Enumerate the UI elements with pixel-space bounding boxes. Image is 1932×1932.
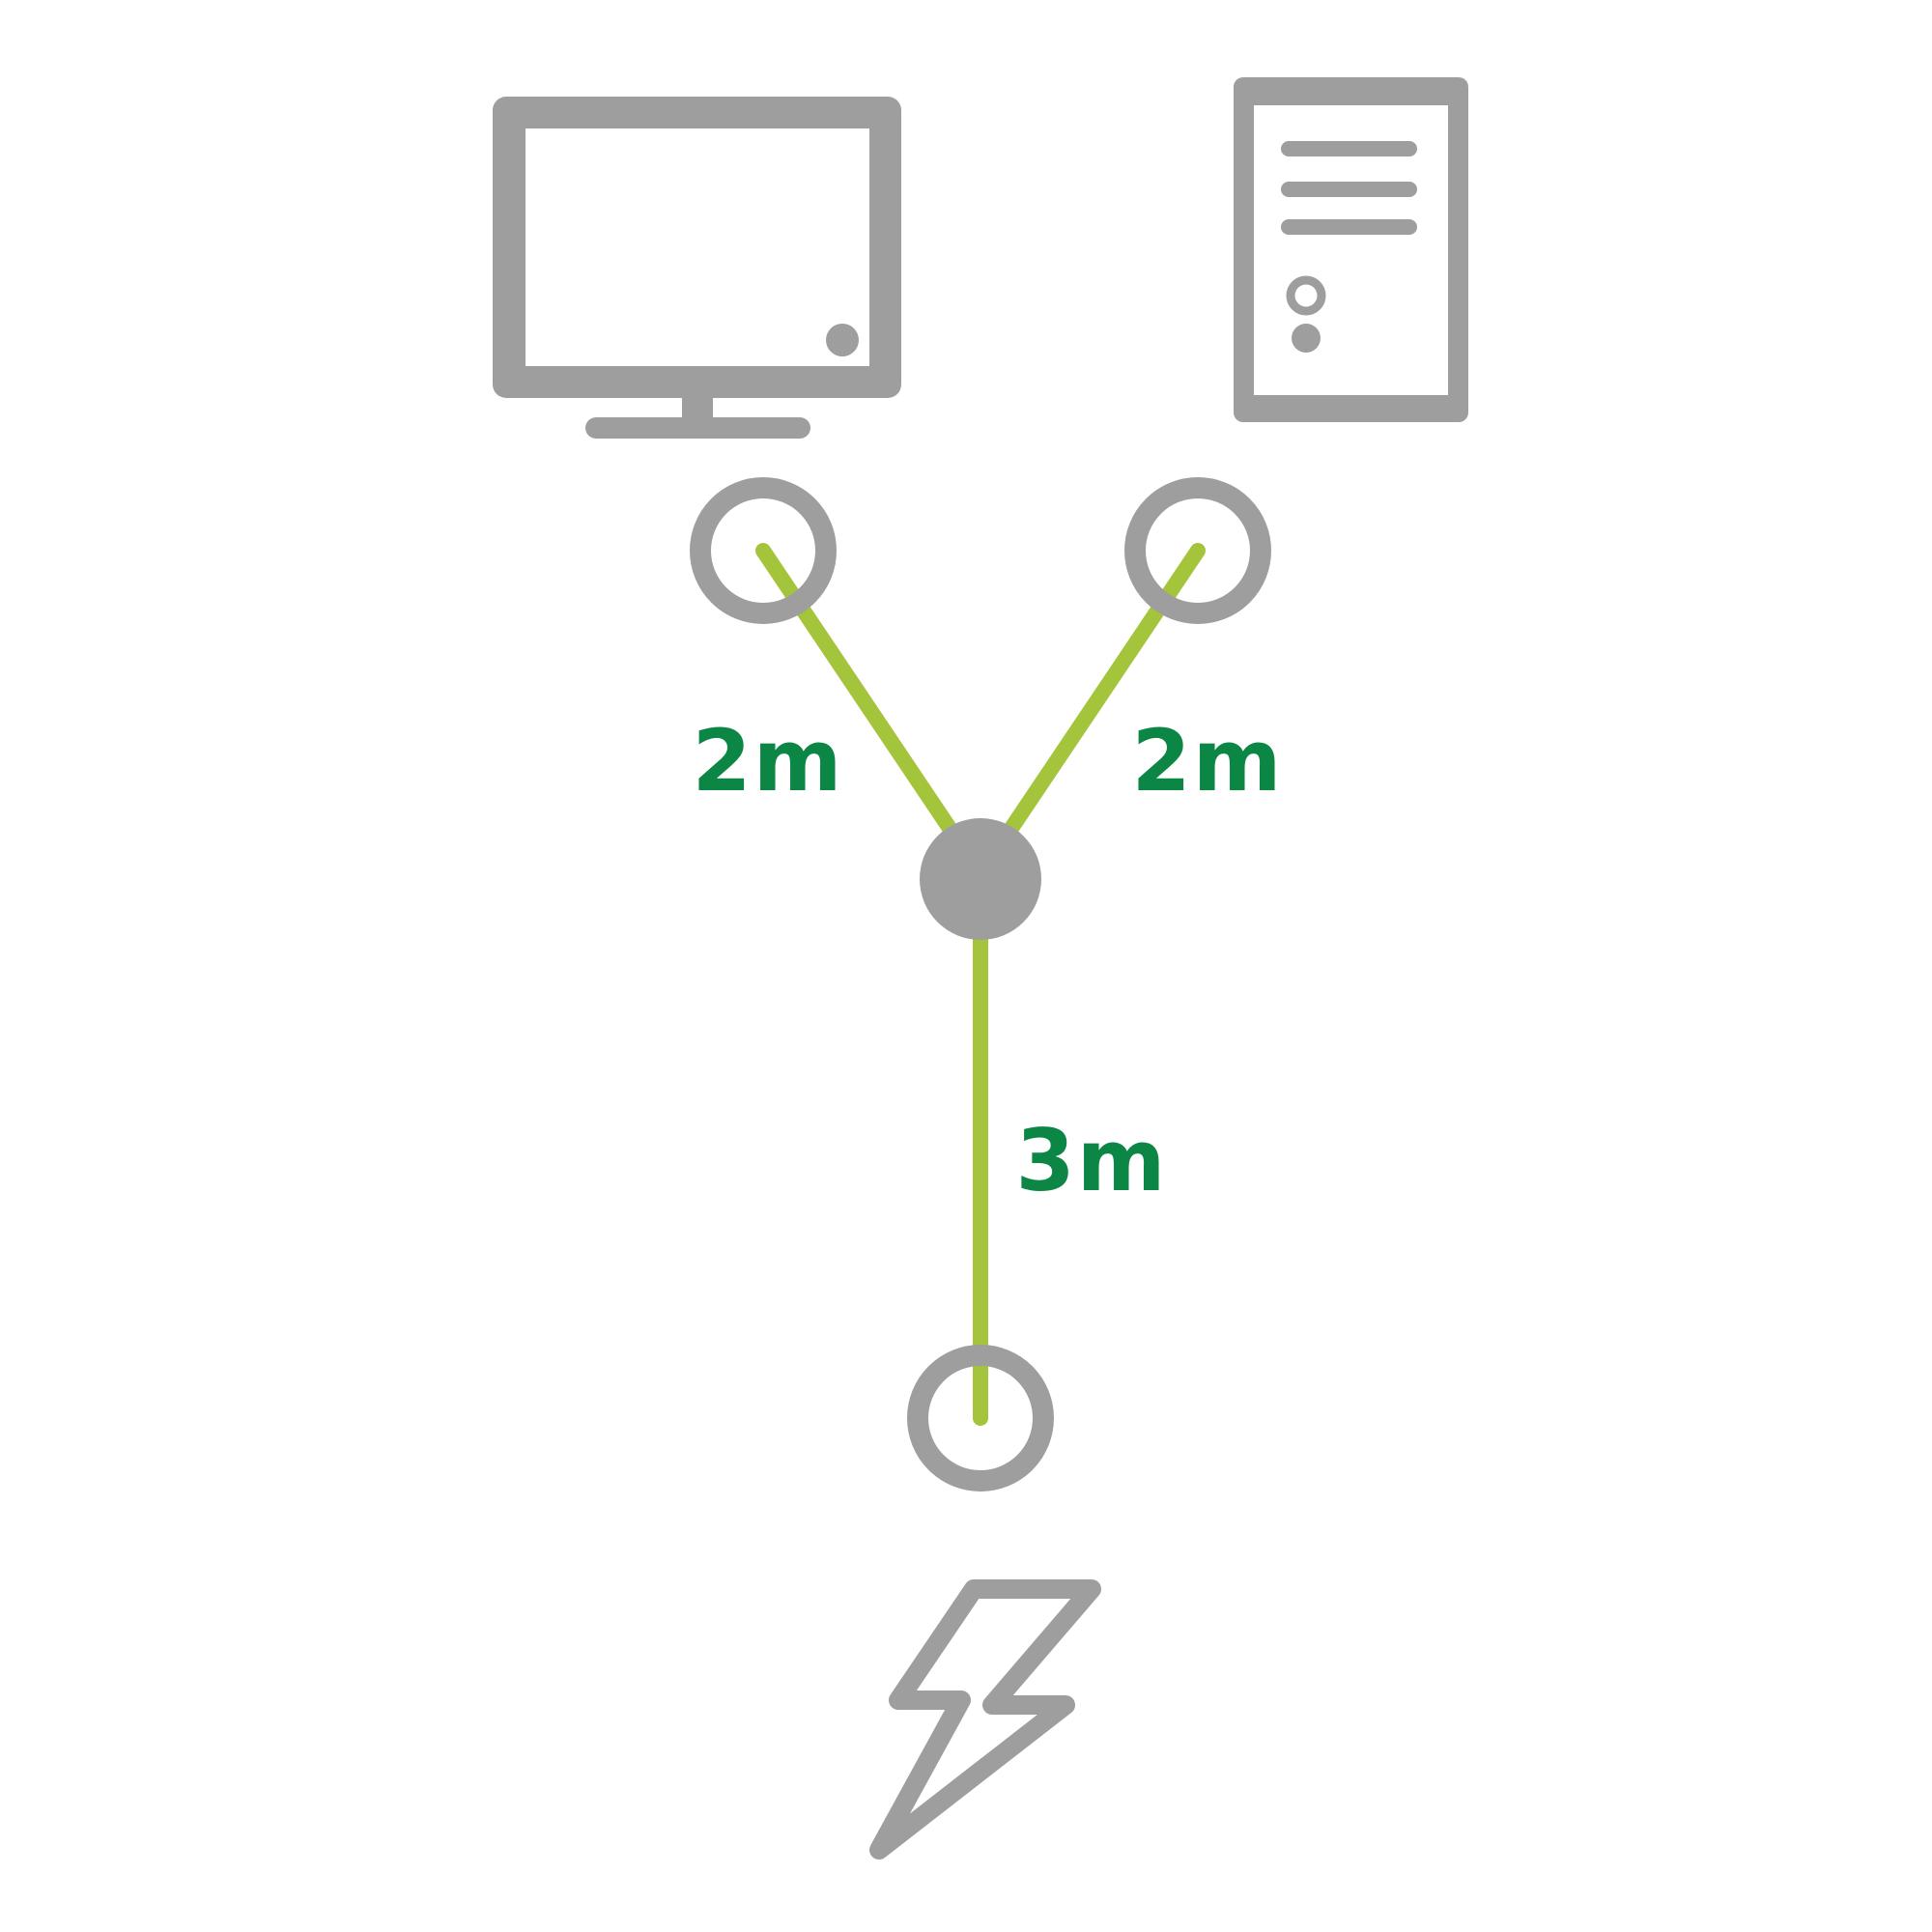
length-label-right: 2m: [1132, 711, 1284, 810]
cables: [755, 543, 1206, 1426]
monitor-icon: [493, 97, 901, 439]
length-label-left: 2m: [693, 711, 844, 810]
connector-left: [690, 477, 837, 624]
splitter-junction: [920, 818, 1041, 940]
length-label-bottom: 3m: [1016, 1111, 1168, 1210]
connector-bottom: [907, 1345, 1054, 1492]
lightning-power-icon: [869, 1579, 1101, 1860]
pc-tower-icon: [1234, 77, 1468, 422]
connector-right: [1124, 477, 1271, 624]
